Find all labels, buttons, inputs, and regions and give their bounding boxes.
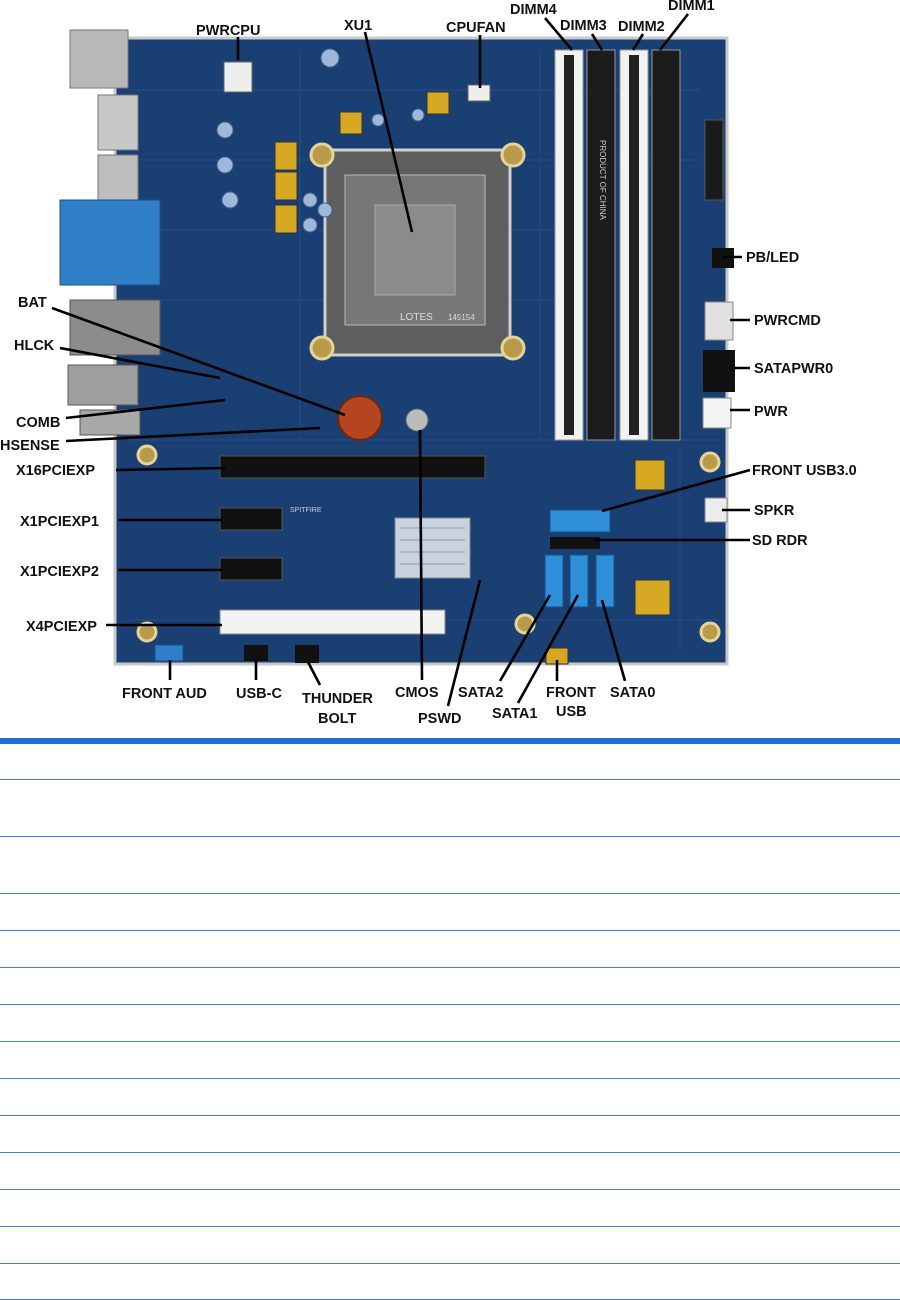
vrm-components bbox=[216, 48, 450, 234]
component-labels: PWRCPU XU1 CPUFAN DIMM4 DIMM3 DIMM2 DIMM… bbox=[0, 0, 857, 727]
label-sd-rdr: SD RDR bbox=[752, 533, 808, 549]
table-row bbox=[0, 894, 900, 931]
label-spkr: SPKR bbox=[754, 503, 795, 519]
right-connectors bbox=[634, 119, 735, 616]
label-pbled: PB/LED bbox=[746, 250, 799, 266]
table-row bbox=[0, 780, 900, 837]
label-cpufan: CPUFAN bbox=[446, 20, 506, 36]
board-origin-text: PRODUCT OF CHINA bbox=[598, 140, 607, 221]
table-rows bbox=[0, 744, 900, 1300]
label-front: FRONT bbox=[546, 685, 596, 701]
table-row bbox=[0, 1264, 900, 1300]
label-thunder: THUNDER bbox=[302, 691, 373, 707]
label-hlck: HLCK bbox=[14, 338, 55, 354]
label-sata0: SATA0 bbox=[610, 685, 655, 701]
label-pswd: PSWD bbox=[418, 711, 462, 727]
label-dimm3: DIMM3 bbox=[560, 18, 607, 34]
label-x1pciexp2: X1PCIEXP2 bbox=[20, 564, 99, 580]
socket-brand: LOTES bbox=[400, 312, 433, 323]
label-dimm2: DIMM2 bbox=[618, 19, 665, 35]
table-row bbox=[0, 1079, 900, 1116]
table-row bbox=[0, 931, 900, 968]
label-front-usb30: FRONT USB3.0 bbox=[752, 463, 857, 479]
battery-and-heatsink bbox=[337, 395, 471, 579]
cpu-socket: LOTES 145154 bbox=[323, 148, 512, 357]
socket-code: 145154 bbox=[448, 313, 475, 322]
label-sata1: SATA1 bbox=[492, 706, 537, 722]
table-row bbox=[0, 744, 900, 780]
mounting-holes bbox=[136, 142, 721, 643]
label-pwrcmd: PWRCMD bbox=[754, 313, 821, 329]
table-row bbox=[0, 1190, 900, 1227]
label-usb-c: USB-C bbox=[236, 686, 282, 702]
board-name-text: SPITFIRE bbox=[290, 507, 322, 514]
table-row bbox=[0, 1116, 900, 1153]
motherboard-diagram: LOTES 145154 PROD bbox=[0, 0, 857, 727]
pcie-slots: SPITFIRE bbox=[219, 455, 486, 635]
table-row bbox=[0, 1227, 900, 1264]
table-row bbox=[0, 837, 900, 894]
table-row bbox=[0, 1153, 900, 1190]
label-pwr: PWR bbox=[754, 404, 788, 420]
rear-io-ports bbox=[59, 29, 161, 436]
label-dimm1: DIMM1 bbox=[668, 0, 715, 14]
storage-connectors bbox=[154, 509, 615, 665]
label-dimm4: DIMM4 bbox=[510, 2, 557, 18]
label-cmos: CMOS bbox=[395, 685, 439, 701]
label-x4pciexp: X4PCIEXP bbox=[26, 619, 97, 635]
table-header-bar bbox=[0, 738, 900, 744]
table-row bbox=[0, 1005, 900, 1042]
label-comb: COMB bbox=[16, 415, 60, 431]
label-bolt: BOLT bbox=[318, 711, 357, 727]
top-connectors bbox=[223, 61, 491, 102]
label-pwrcpu: PWRCPU bbox=[196, 23, 260, 39]
label-usb: USB bbox=[556, 704, 587, 720]
label-bat: BAT bbox=[18, 295, 47, 311]
dimm-slots: PRODUCT OF CHINA bbox=[554, 49, 681, 441]
label-x1pciexp1: X1PCIEXP1 bbox=[20, 514, 99, 530]
label-sata2: SATA2 bbox=[458, 685, 503, 701]
label-xu1: XU1 bbox=[344, 18, 372, 34]
label-x16pciexp: X16PCIEXP bbox=[16, 463, 95, 479]
table-row bbox=[0, 968, 900, 1005]
label-hsense: HSENSE bbox=[0, 438, 60, 454]
leader-lines bbox=[51, 13, 751, 707]
label-front-aud: FRONT AUD bbox=[122, 686, 207, 702]
table-row bbox=[0, 1042, 900, 1079]
connector-table bbox=[0, 738, 900, 1300]
label-satapwr0: SATAPWR0 bbox=[754, 361, 833, 377]
